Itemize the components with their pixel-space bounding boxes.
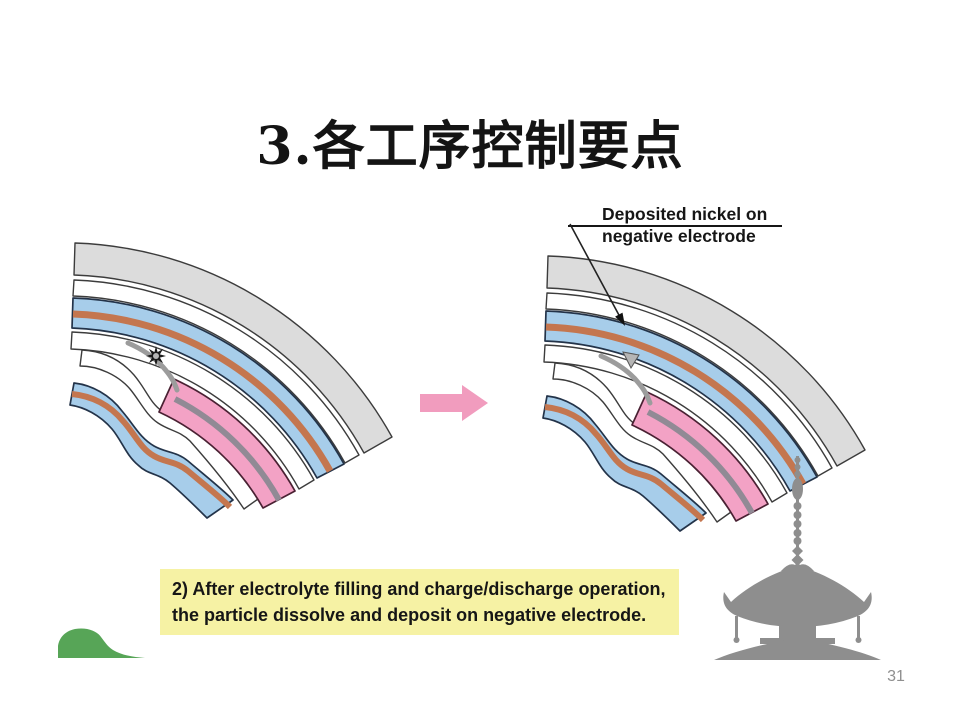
hill-icon	[58, 628, 145, 658]
deposited-nickel-label: Deposited nickel on negative electrode	[602, 203, 767, 247]
battery-cross-section	[70, 243, 392, 518]
caption-line1: 2) After electrolyte filling and charge/…	[172, 579, 666, 599]
leader-arrow	[569, 223, 625, 326]
jelly-roll-before-diagram	[62, 235, 402, 530]
transition-arrow-icon	[420, 385, 488, 421]
page-number: 31	[887, 668, 905, 685]
deposited-nickel-label-line1: Deposited nickel on	[602, 204, 768, 224]
pagoda-icon	[714, 456, 881, 660]
caption-box: 2) After electrolyte filling and charge/…	[160, 569, 680, 635]
metal-particle-icon	[146, 346, 166, 366]
jelly-roll-after-diagram	[535, 248, 875, 543]
label-underline	[568, 225, 782, 227]
caption-line2: the particle dissolve and deposit on neg…	[172, 605, 647, 625]
deposited-nickel-label-line2: negative electrode	[602, 226, 756, 246]
nickel-deposit-icon	[622, 351, 640, 370]
page-title: 3.各工序控制要点	[256, 116, 684, 177]
